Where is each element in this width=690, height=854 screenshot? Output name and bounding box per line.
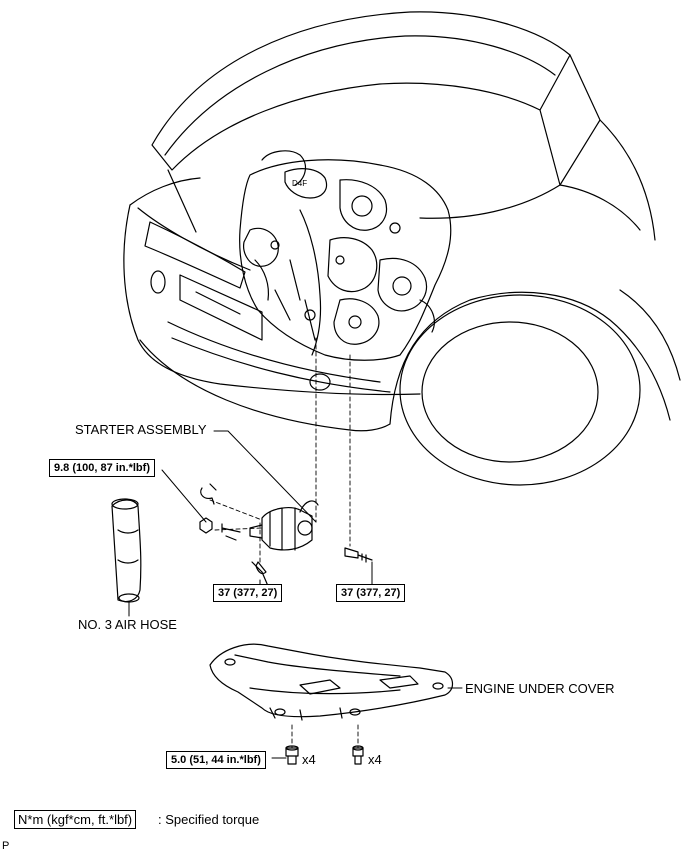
cover-bolt-torque-box: 5.0 (51, 44 in.*lbf)	[166, 751, 266, 769]
starter-bolt-left-part	[251, 561, 269, 587]
starter-assembly-label: STARTER ASSEMBLY	[75, 422, 207, 437]
starter-bolt-right-part	[344, 547, 373, 563]
starter-small-bolt-part	[221, 523, 241, 541]
starter-bolt-right-torque-box: 37 (377, 27)	[336, 584, 406, 602]
starter-nut-part	[199, 517, 213, 534]
label-leaders	[128, 430, 463, 759]
cover-bolt-right-part	[352, 745, 364, 765]
air-hose-part	[111, 498, 142, 603]
legend-unit-box: N*m (kgf*cm, ft.*lbf)	[14, 810, 137, 829]
starter-nut-torque-box: 9.8 (100, 87 in.*lbf)	[49, 459, 155, 477]
cover-bolt-right-quantity: x4	[368, 752, 382, 767]
legend-description: : Specified torque	[158, 812, 260, 827]
vehicle-illustration: D4F	[123, 11, 681, 486]
install-guide-lines	[209, 337, 359, 749]
engine-under-cover-label: ENGINE UNDER COVER	[465, 681, 615, 696]
cover-bolt-left-quantity: x4	[302, 752, 316, 767]
corner-mark: P	[2, 840, 10, 852]
starter-bolt-left-torque-box: 37 (377, 27)	[213, 584, 283, 602]
air-hose-label: NO. 3 AIR HOSE	[78, 617, 177, 632]
svg-text:D4F: D4F	[292, 179, 307, 188]
starter-assembly-part	[200, 483, 319, 551]
cover-bolt-left-part	[285, 745, 299, 765]
engine-under-cover-part	[209, 643, 454, 721]
